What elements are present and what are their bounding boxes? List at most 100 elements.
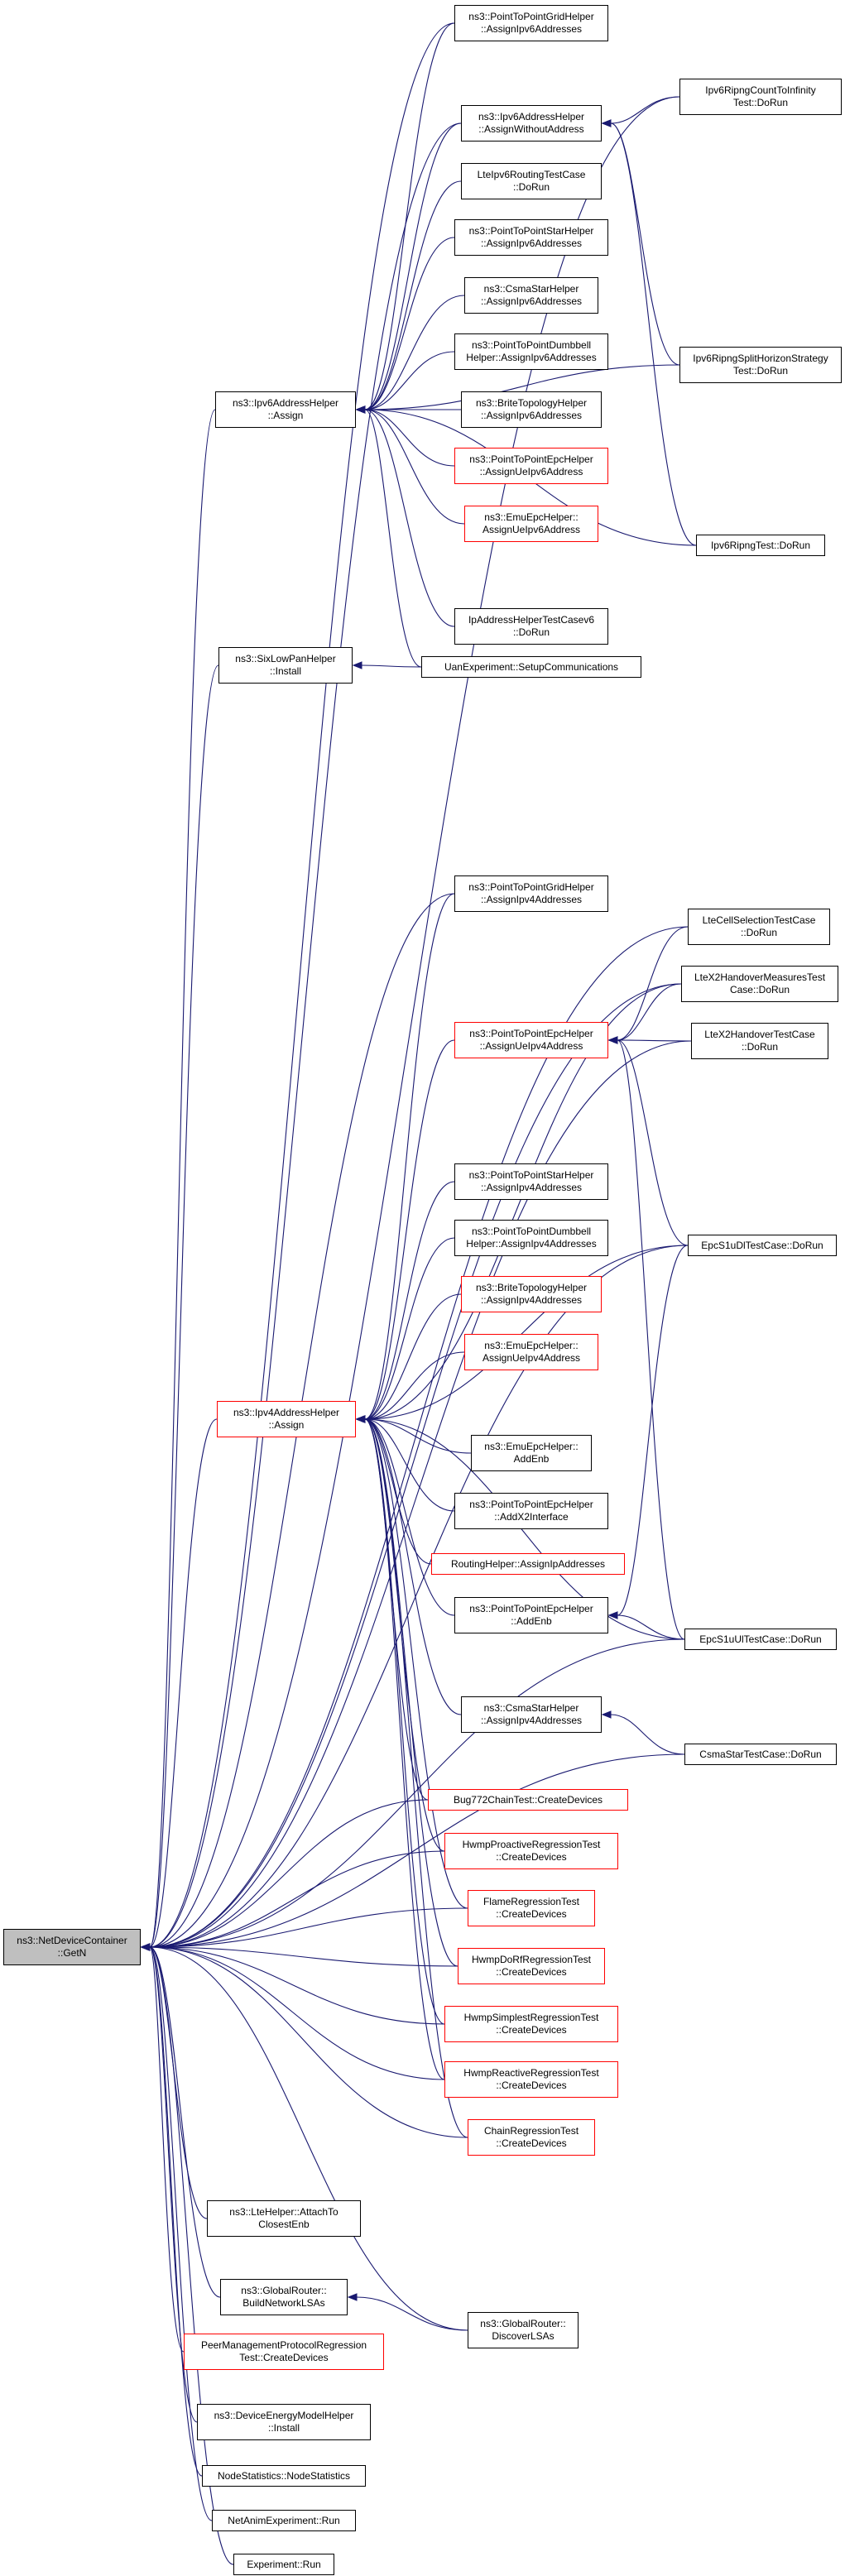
node-ipv4addresshelper-assign[interactable]: ns3::Ipv4AddressHelper ::Assign — [217, 1401, 356, 1437]
edge-csmastartest-to-csmastar4 — [610, 1714, 685, 1755]
node-ripngcounttoinfinity-dorun[interactable]: Ipv6RipngCountToInfinity Test::DoRun — [679, 79, 842, 115]
node-ipv6addresshelper-assign[interactable]: ns3::Ipv6AddressHelper ::Assign — [215, 391, 356, 428]
node-bug772chaintest-createdevices[interactable]: Bug772ChainTest::CreateDevices — [428, 1789, 628, 1811]
node-epcs1udltestcase-dorun[interactable]: EpcS1uDlTestCase::DoRun — [688, 1235, 837, 1256]
edge-hwmpdorf-to-getn — [149, 1946, 459, 1967]
node-csmastar-assignipv4[interactable]: ns3::CsmaStarHelper ::AssignIpv4Addresse… — [461, 1696, 602, 1733]
node-p2pepc-assignueipv6[interactable]: ns3::PointToPointEpcHelper ::AssignUeIpv… — [454, 448, 608, 484]
node-csmastartestcase-dorun[interactable]: CsmaStarTestCase::DoRun — [684, 1744, 837, 1765]
edge-grdiscover-to-grbuild — [356, 2296, 468, 2331]
node-p2pdumbbell-assignipv4[interactable]: ns3::PointToPointDumbbell Helper::Assign… — [454, 1220, 608, 1256]
node-britetopology-assignipv6[interactable]: ns3::BriteTopologyHelper ::AssignIpv6Add… — [461, 391, 602, 428]
edge-flame-to-getn — [149, 1907, 468, 1948]
node-chainregression-createdevices[interactable]: ChainRegressionTest ::CreateDevices — [468, 2119, 595, 2156]
node-deviceenergymodelhelper-install[interactable]: ns3::DeviceEnergyModelHelper ::Install — [197, 2404, 371, 2440]
node-uanexperiment-setupcommunications[interactable]: UanExperiment::SetupCommunications — [421, 656, 641, 678]
edge-csmastar4-to-v4assign — [364, 1418, 462, 1715]
node-lteipv6routingtestcase-dorun[interactable]: LteIpv6RoutingTestCase ::DoRun — [461, 163, 602, 199]
edge-csmastartest-to-getn — [149, 1753, 685, 1948]
node-ipv6ripngtest-dorun[interactable]: Ipv6RipngTest::DoRun — [696, 535, 825, 556]
edge-hwmpreactive-to-v4assign — [364, 1418, 445, 2080]
node-ipv6addresshelper-assignwithoutaddress[interactable]: ns3::Ipv6AddressHelper ::AssignWithoutAd… — [461, 105, 602, 142]
node-sixlowpanhelper-install[interactable]: ns3::SixLowPanHelper ::Install — [218, 647, 353, 684]
edge-arrowhead — [347, 2293, 358, 2301]
node-routinghelper-assignipaddresses[interactable]: RoutingHelper::AssignIpAddresses — [431, 1553, 625, 1575]
edge-uanexp-to-sixlow — [361, 664, 422, 668]
node-emuepc-assignueipv4[interactable]: ns3::EmuEpcHelper:: AssignUeIpv4Address — [464, 1334, 598, 1370]
node-p2pstar-assignipv4[interactable]: ns3::PointToPointStarHelper ::AssignIpv4… — [454, 1163, 608, 1200]
edge-arrowhead — [601, 1710, 612, 1719]
edge-uanexp-to-v6assign — [364, 409, 422, 668]
edge-arrowhead — [601, 119, 612, 127]
node-hwmpreactive-createdevices[interactable]: HwmpReactiveRegressionTest ::CreateDevic… — [444, 2061, 618, 2098]
edge-p2pstar6-to-v6assign — [364, 237, 455, 410]
edge-epcul-to-p2pepcaddenb — [617, 1614, 685, 1640]
edge-hwmpsimplest-to-v4assign — [364, 1418, 445, 2025]
node-p2pepc-assignueipv4[interactable]: ns3::PointToPointEpcHelper ::AssignUeIpv… — [454, 1022, 608, 1058]
edge-v6withoutaddr-to-v6assign — [364, 122, 462, 410]
edge-ltex2-to-getn — [149, 1040, 692, 1948]
edge-epcdl-to-p2pepc4 — [617, 1039, 689, 1246]
node-emuepc-addenb[interactable]: ns3::EmuEpcHelper:: AddEnb — [471, 1435, 592, 1471]
edge-p2pdumb6-to-v6assign — [364, 351, 455, 410]
node-p2pdumbbell-assignipv6[interactable]: ns3::PointToPointDumbbell Helper::Assign… — [454, 333, 608, 370]
edge-sixlow-to-getn — [149, 664, 219, 1948]
edge-arrowhead — [140, 1943, 151, 1951]
edge-arrowhead — [607, 1036, 618, 1044]
edge-v6withoutaddr-to-getn — [149, 122, 462, 1948]
node-globalrouter-buildnetworklsas[interactable]: ns3::GlobalRouter:: BuildNetworkLSAs — [220, 2279, 348, 2315]
edge-ripng-to-v6withoutaddr — [610, 122, 697, 546]
edge-hwmpreactive-to-getn — [149, 1946, 445, 2080]
node-p2pgrid-assignipv4[interactable]: ns3::PointToPointGridHelper ::AssignIpv4… — [454, 875, 608, 912]
edge-ltex2-to-p2pepc4 — [617, 1039, 692, 1042]
edge-grdiscover-to-getn — [149, 1946, 468, 2331]
node-hwmpsimplest-createdevices[interactable]: HwmpSimplestRegressionTest ::CreateDevic… — [444, 2006, 618, 2042]
edge-arrowhead — [355, 405, 366, 414]
node-ltex2handover-dorun[interactable]: LteX2HandoverTestCase ::DoRun — [691, 1023, 828, 1059]
node-p2pstar-assignipv6[interactable]: ns3::PointToPointStarHelper ::AssignIpv6… — [454, 219, 608, 256]
edge-epcul-to-v4assign — [364, 1418, 685, 1640]
node-ltehelper-attachtoclosestenb[interactable]: ns3::LteHelper::AttachTo ClosestEnb — [207, 2200, 361, 2237]
edge-p2pdumb4-to-v4assign — [364, 1237, 455, 1420]
node-epcs1uultestcase-dorun[interactable]: EpcS1uUlTestCase::DoRun — [684, 1629, 837, 1650]
node-csmastar-assignipv6[interactable]: ns3::CsmaStarHelper ::AssignIpv6Addresse… — [464, 277, 598, 314]
edge-csmastar6-to-v6assign — [364, 295, 465, 410]
node-ltecellselection-dorun[interactable]: LteCellSelectionTestCase ::DoRun — [688, 909, 830, 945]
edge-flame-to-v4assign — [364, 1418, 468, 1909]
edge-hwmpproactive-to-getn — [149, 1850, 445, 1948]
edge-epcul-to-p2pepc4 — [617, 1039, 685, 1640]
edge-p2pgrid6-to-getn — [149, 22, 455, 1948]
node-emuepc-assignueipv6[interactable]: ns3::EmuEpcHelper:: AssignUeIpv6Address — [464, 506, 598, 542]
edge-ltecell-to-p2pepc4 — [617, 926, 689, 1041]
edge-ltex2meas-to-v4assign — [364, 983, 682, 1420]
node-ipaddresshelpertestcasev6-dorun[interactable]: IpAddressHelperTestCasev6 ::DoRun — [454, 608, 608, 645]
node-netdevicecontainer-getn: ns3::NetDeviceContainer ::GetN — [3, 1929, 141, 1965]
node-experiment-run[interactable]: Experiment::Run — [233, 2554, 334, 2575]
node-ripngsplithorizon-dorun[interactable]: Ipv6RipngSplitHorizonStrategy Test::DoRu… — [679, 347, 842, 383]
edge-v4assign-to-getn — [149, 1418, 218, 1948]
node-globalrouter-discoverlsas[interactable]: ns3::GlobalRouter:: DiscoverLSAs — [468, 2312, 579, 2348]
node-netanimexperiment-run[interactable]: NetAnimExperiment::Run — [212, 2510, 356, 2531]
edge-hwmpsimplest-to-getn — [149, 1946, 445, 2025]
edge-ripcountinf-to-v6withoutaddr — [610, 96, 680, 124]
node-nodestatistics[interactable]: NodeStatistics::NodeStatistics — [202, 2465, 366, 2487]
edge-ltex2meas-to-p2pepc4 — [617, 983, 682, 1041]
node-hwmpproactive-createdevices[interactable]: HwmpProactiveRegressionTest ::CreateDevi… — [444, 1833, 618, 1869]
edge-peermgmt-to-getn — [149, 1946, 185, 2353]
node-hwmpdorf-createdevices[interactable]: HwmpDoRfRegressionTest ::CreateDevices — [458, 1948, 605, 1984]
node-p2pepc-addx2interface[interactable]: ns3::PointToPointEpcHelper ::AddX2Interf… — [454, 1493, 608, 1529]
edge-emuepc4-to-v4assign — [364, 1351, 465, 1420]
edge-epcdl-to-v4assign — [364, 1245, 689, 1420]
node-flameregression-createdevices[interactable]: FlameRegressionTest ::CreateDevices — [468, 1890, 595, 1926]
edge-v6assign-to-getn — [149, 409, 216, 1948]
node-britetopology-assignipv4[interactable]: ns3::BriteTopologyHelper ::AssignIpv4Add… — [461, 1276, 602, 1312]
edge-p2pstar4-to-v4assign — [364, 1181, 455, 1420]
node-p2pepc-addenb[interactable]: ns3::PointToPointEpcHelper ::AddEnb — [454, 1597, 608, 1633]
node-ltex2handovermeasures-dorun[interactable]: LteX2HandoverMeasuresTest Case::DoRun — [681, 966, 838, 1002]
node-peermanagementprotocol-createdevices[interactable]: PeerManagementProtocolRegression Test::C… — [184, 2334, 384, 2370]
edge-brite4-to-v4assign — [364, 1293, 462, 1420]
edge-ipaddrv6-to-v6assign — [364, 409, 455, 627]
edge-emuepc6-to-v6assign — [364, 409, 465, 525]
node-p2pgrid-assignipv6[interactable]: ns3::PointToPointGridHelper ::AssignIpv6… — [454, 5, 608, 41]
